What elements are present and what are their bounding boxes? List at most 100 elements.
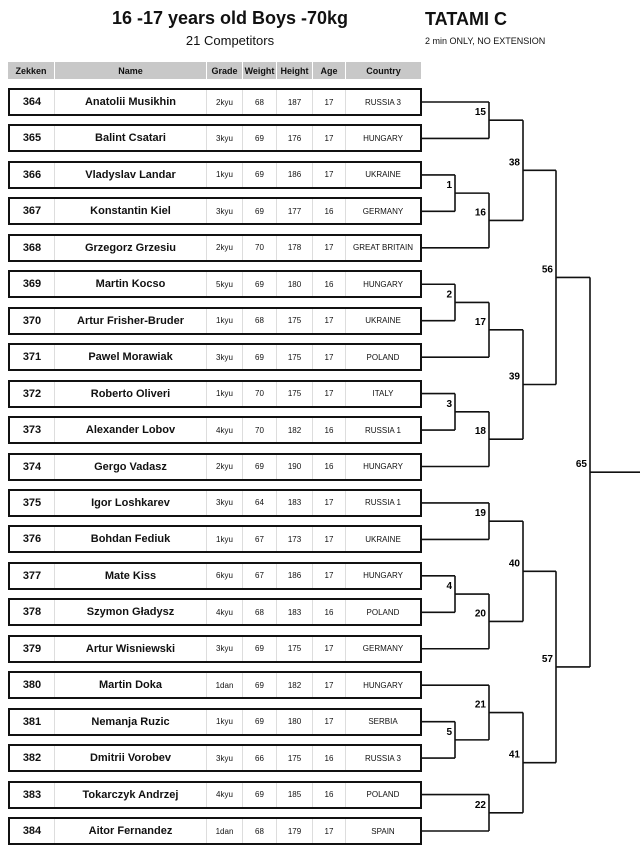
cell-country: POLAND [366,790,400,800]
cell-age: 16 [313,418,346,443]
col-name: Name [55,62,207,79]
cell-name: Tokarczyk Andrzej [55,782,207,807]
cell-age: 16 [313,600,346,625]
cell-zekken: 364 [10,90,55,114]
col-grade: Grade [207,62,243,79]
cell-zekken: 373 [10,418,55,443]
cell-name: Pawel Morawiak [55,345,207,370]
cell-height: 178 [277,235,313,260]
cell-height: 175 [277,308,313,333]
cell-zekken: 384 [10,819,55,843]
cell-weight: 67 [243,563,277,588]
cell-grade: 4kyu [207,782,243,807]
cell-zekken: 375 [10,490,55,515]
cell-weight: 69 [243,782,277,807]
cell-zekken: 377 [10,563,55,588]
cell-age: 16 [313,782,346,807]
cell-zekken: 382 [10,746,55,771]
cell-height: 175 [277,746,313,771]
cell-name: Bohdan Fediuk [55,527,207,552]
match-number: 57 [542,654,554,665]
cell-height: 180 [277,272,313,297]
cell-height: 180 [277,709,313,734]
cell-zekken: 368 [10,235,55,260]
cell-zekken: 366 [10,162,55,187]
cell-name: Artur Frisher-Bruder [55,308,207,333]
cell-grade: 1dan [207,673,243,698]
cell-name: Igor Loshkarev [55,490,207,515]
cell-grade: 3kyu [207,199,243,224]
cell-age: 17 [313,381,346,406]
match-number: 17 [475,317,487,328]
cell-age: 17 [313,636,346,661]
match-number: 20 [475,608,487,619]
cell-country: RUSSIA 3 [364,97,401,107]
cell-grade: 6kyu [207,563,243,588]
cell-height: 175 [277,381,313,406]
match-number: 40 [509,558,521,569]
cell-grade: 3kyu [207,636,243,661]
cell-grade: 1kyu [207,162,243,187]
cell-grade: 1dan [207,819,243,843]
cell-zekken: 381 [10,709,55,734]
cell-age: 17 [313,673,346,698]
cell-country: POLAND [366,607,400,617]
match-rule: 2 min ONLY, NO EXTENSION [425,36,546,46]
cell-weight: 68 [243,600,277,625]
match-number: 5 [446,727,452,738]
cell-name: Gergo Vadasz [55,454,207,479]
cell-zekken: 369 [10,272,55,297]
cell-grade: 1kyu [207,527,243,552]
cell-name: Konstantin Kiel [55,199,207,224]
cell-height: 176 [277,126,313,151]
match-number: 39 [509,371,521,382]
cell-grade: 2kyu [207,90,243,114]
table-header: Zekken Name Grade Weight Height Age Coun… [8,62,422,79]
match-number: 21 [475,700,487,711]
cell-age: 17 [313,235,346,260]
match-number: 19 [475,508,487,519]
cell-country: HUNGARY [363,462,403,471]
cell-name: Aitor Fernandez [55,819,207,843]
cell-weight: 68 [243,90,277,114]
match-number: 41 [509,750,521,761]
page-title: 16 -17 years old Boys -70kg [111,8,349,28]
cell-country: UKRAINE [365,534,401,544]
cell-height: 186 [277,162,313,187]
tatami-label: TATAMI C [425,9,507,29]
cell-grade: 4kyu [207,600,243,625]
cell-country: GERMANY [362,644,404,654]
cell-grade: 1kyu [207,308,243,333]
cell-height: 179 [277,819,313,843]
cell-country: SPAIN [371,826,395,836]
cell-weight: 66 [243,746,277,771]
cell-name: Alexander Lobov [55,418,207,443]
cell-height: 190 [277,454,313,479]
cell-weight: 70 [243,418,277,443]
cell-height: 187 [277,90,313,114]
cell-country: RUSSIA 1 [364,498,401,508]
cell-zekken: 372 [10,381,55,406]
cell-country: HUNGARY [363,133,403,143]
cell-name: Vladyslav Landar [55,162,207,187]
cell-weight: 69 [243,162,277,187]
cell-weight: 64 [243,490,277,515]
match-number: 4 [446,581,452,592]
cell-weight: 70 [243,235,277,260]
cell-age: 16 [313,746,346,771]
cell-height: 177 [277,199,313,224]
col-country: Country [346,62,422,79]
cell-age: 17 [313,345,346,370]
match-number: 3 [446,399,452,410]
